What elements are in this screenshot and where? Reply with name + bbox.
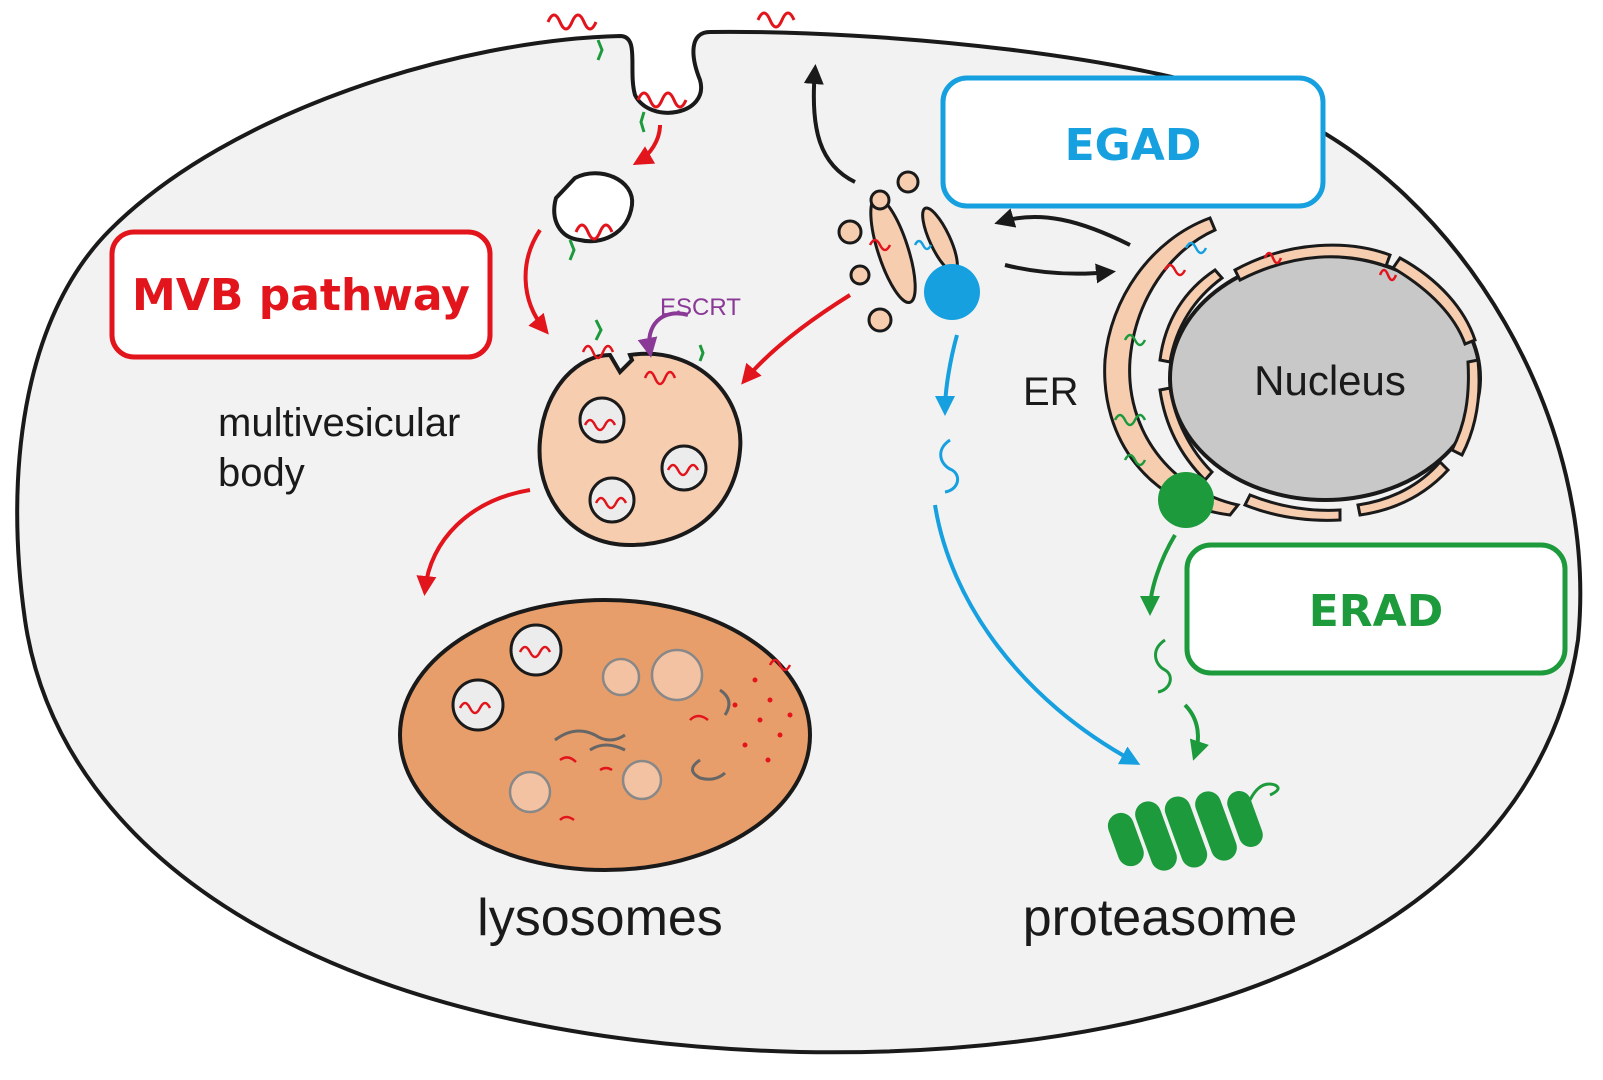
erad-box bbox=[1184, 542, 1568, 676]
egad-label: EGAD bbox=[1065, 120, 1202, 171]
erad-label: ERAD bbox=[1309, 586, 1444, 637]
escrt-label: ESCRT bbox=[660, 294, 741, 321]
multivesicular-body bbox=[537, 351, 743, 548]
egad-box bbox=[940, 75, 1326, 209]
lysosomes-label: lysosomes bbox=[477, 889, 723, 947]
golgi bbox=[837, 170, 959, 333]
endocytic-vesicle bbox=[552, 171, 635, 244]
mvb-label-line1: multivesicular bbox=[218, 401, 460, 445]
proteasome-label: proteasome bbox=[1023, 889, 1298, 947]
mvb-label-line2: body bbox=[218, 451, 305, 495]
erad-retrotranslocon bbox=[1158, 472, 1214, 528]
er-outer bbox=[1103, 216, 1241, 517]
mvb-pathway-label: MVB pathway bbox=[132, 270, 470, 321]
er-label: ER bbox=[1023, 370, 1079, 414]
proteasome-icon bbox=[1107, 791, 1263, 871]
lysosome bbox=[398, 598, 812, 872]
membrane-protein-icon bbox=[546, 11, 796, 109]
cell-membrane bbox=[15, 29, 1583, 1055]
egad-retrotranslocon bbox=[924, 264, 980, 320]
nucleus-label: Nucleus bbox=[1254, 357, 1406, 404]
mvb-pathway-box bbox=[109, 229, 493, 360]
